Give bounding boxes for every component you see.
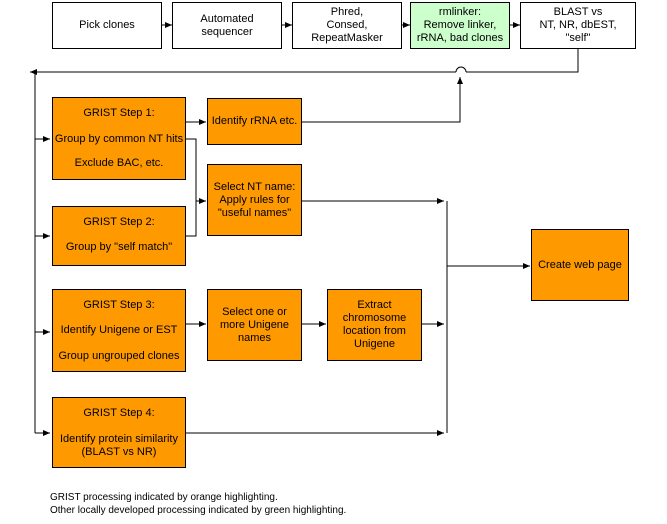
grist-step-3-line-1: Identify Unigene or EST — [60, 324, 178, 336]
pick-clones-label: Pick clones — [79, 19, 135, 31]
grist-step-3-box: GRIST Step 3: Identify Unigene or EST Gr… — [52, 289, 186, 372]
extract-line-4: Unigene — [354, 338, 395, 350]
automated-sequencer-line-2: sequencer — [201, 25, 253, 38]
grist-step-2-title: GRIST Step 2: — [83, 216, 155, 228]
rmlinker-line-2: Remove linker, — [423, 19, 497, 31]
select-unigene-line-2: more Unigene — [219, 318, 290, 331]
grist-step-1-line-1: Group by common NT hits — [54, 133, 184, 145]
grist-step-4-box: GRIST Step 4: Identify protein similarit… — [52, 397, 186, 468]
identify-rrna-label: Identify rRNA etc. — [211, 115, 298, 127]
phred-consed-box: Phred, Consed, RepeatMasker — [292, 2, 402, 49]
select-nt-line-2: Apply rules for — [219, 193, 290, 206]
grist-step-3-line-2: Group ungrouped clones — [58, 350, 180, 362]
rmlinker-line-1: rmlinker: — [438, 6, 482, 18]
phred-line-1: Phred, — [330, 6, 364, 18]
pick-clones-box: Pick clones — [52, 2, 162, 49]
grist-step-4-title: GRIST Step 4: — [83, 407, 155, 419]
extract-line-3: location from — [343, 325, 406, 337]
rmlinker-line-3: rRNA, bad clones — [416, 32, 504, 44]
select-nt-line-3: "useful names" — [217, 206, 292, 219]
grist-step-1-box: GRIST Step 1: Group by common NT hits Ex… — [52, 97, 186, 180]
grist-step-3-title: GRIST Step 3: — [83, 299, 155, 311]
select-unigene-line-1: Select one or — [222, 305, 287, 318]
extract-line-2: chromosome — [342, 312, 407, 324]
select-unigene-line-3: names — [237, 331, 272, 344]
blast-line-1: BLAST vs — [553, 6, 603, 18]
grist-step-1-title: GRIST Step 1: — [83, 107, 155, 119]
grist-step-4-line-1: Identify protein similarity — [60, 433, 178, 445]
blast-box: BLAST vs NT, NR, dbEST, "self" — [520, 2, 636, 49]
grist-step-2-line-1: Group by "self match" — [65, 241, 173, 253]
select-unigene-box: Select one or more Unigene names — [207, 289, 302, 361]
extract-line-1: Extract — [357, 299, 392, 311]
rmlinker-box: rmlinker: Remove linker, rRNA, bad clone… — [410, 2, 510, 49]
phred-line-2: Consed, — [326, 19, 368, 31]
select-nt-name-box: Select NT name: Apply rules for "useful … — [207, 164, 302, 236]
blast-line-2: NT, NR, dbEST, — [539, 19, 617, 31]
extract-chromosome-box: Extract chromosome location from Unigene — [327, 289, 422, 361]
blast-line-3: "self" — [565, 32, 591, 44]
grist-step-2-box: GRIST Step 2: Group by "self match" — [52, 206, 186, 266]
automated-sequencer-line-1: Automated — [200, 12, 254, 25]
create-web-page-label: Create web page — [538, 258, 622, 271]
create-web-page-box: Create web page — [531, 229, 629, 301]
automated-sequencer-box: Automated sequencer — [172, 2, 282, 49]
phred-line-3: RepeatMasker — [311, 32, 383, 44]
legend-green-caption: Other locally developed processing indic… — [50, 505, 347, 516]
grist-step-1-line-2: Exclude BAC, etc. — [74, 157, 164, 169]
legend-orange-caption: GRIST processing indicated by orange hig… — [50, 492, 278, 503]
identify-rrna-box: Identify rRNA etc. — [207, 98, 302, 145]
grist-step-4-line-2: (BLAST vs NR) — [81, 446, 157, 458]
select-nt-line-1: Select NT name: — [213, 180, 296, 193]
